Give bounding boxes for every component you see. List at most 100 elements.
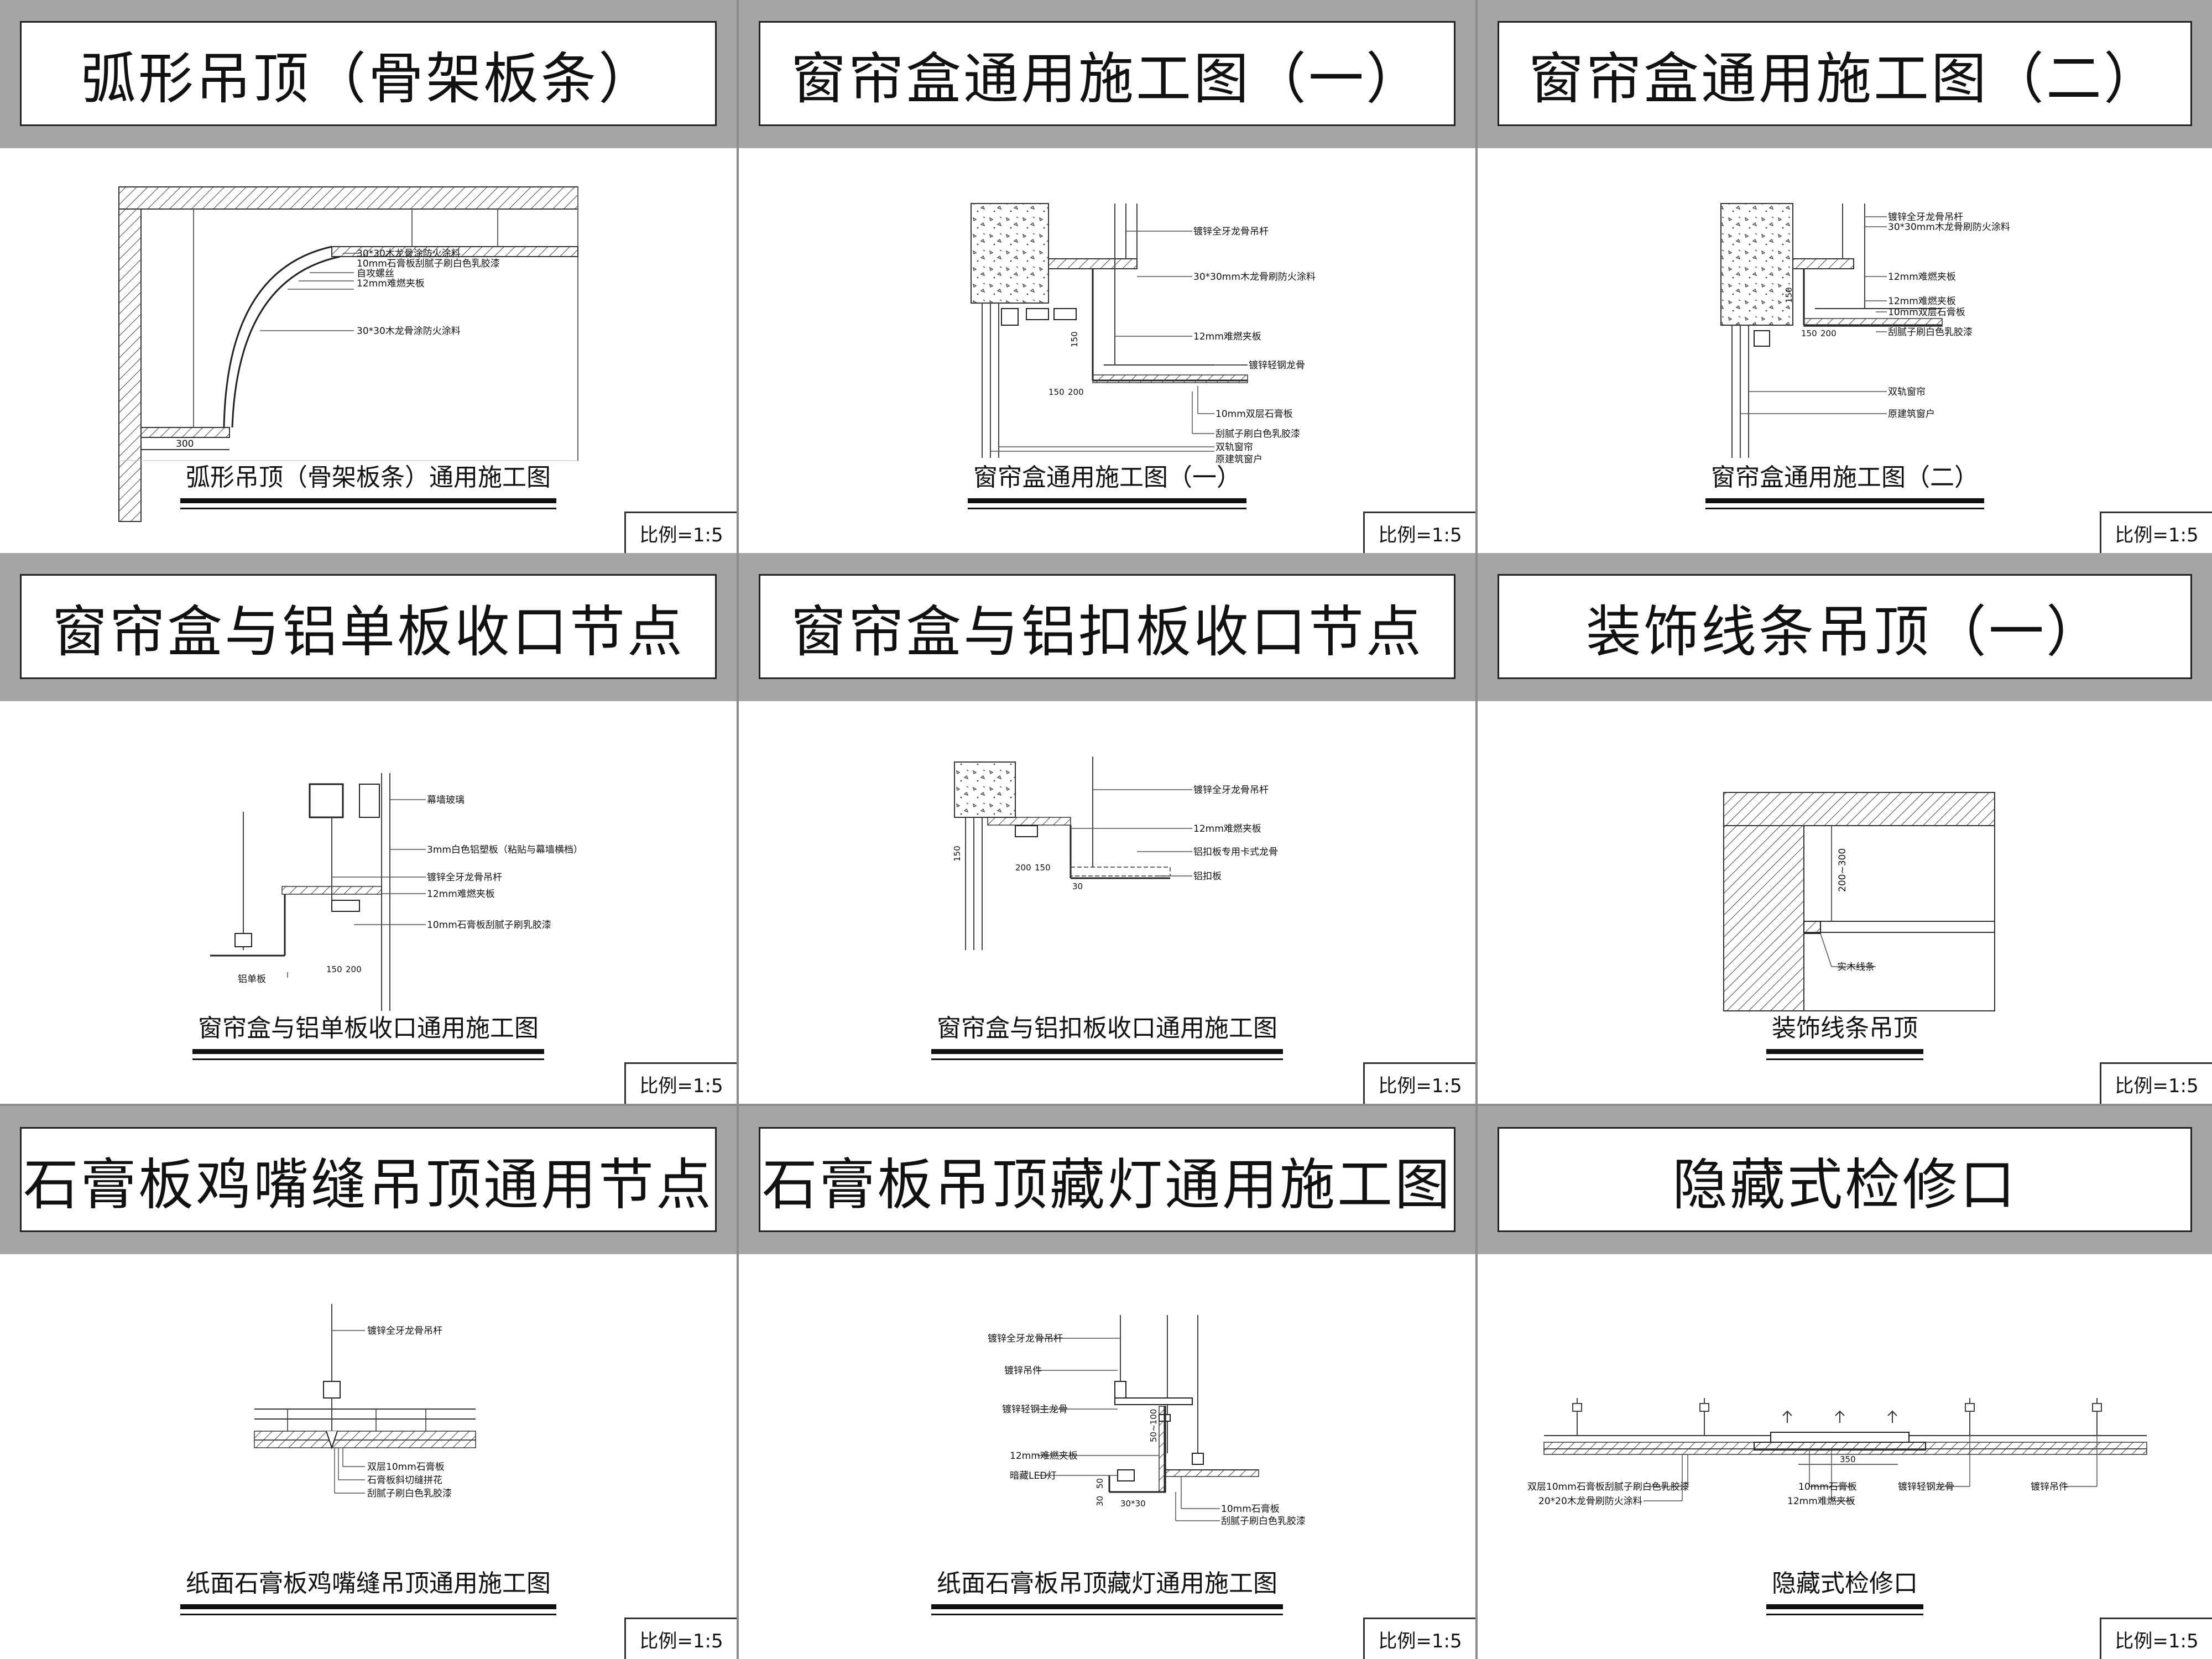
dimension-label: 200 — [1015, 863, 1031, 873]
panel-title: 弧形吊顶（骨架板条） — [20, 21, 717, 126]
panel-curtain-box-1: 窗帘盒通用施工图（一） 镀锌全牙龙骨吊 — [739, 0, 1475, 553]
panel-header: 石膏板吊顶藏灯通用施工图 — [739, 1106, 1475, 1254]
panel-body: 350 双层10mm石膏板刮腻子刷白色乳胶漆 20*20木龙骨刷防火涂料 10m… — [1478, 1254, 2212, 1659]
annotation: 镀锌全牙龙骨吊杆 — [1193, 226, 1269, 237]
annotation: 刮腻子刷白色乳胶漆 — [367, 1488, 452, 1499]
annotation: 30*30木龙骨涂防火涂料 — [357, 248, 461, 259]
panel-title: 窗帘盒与铝扣板收口节点 — [759, 574, 1455, 679]
annotation: 30*30mm木龙骨刷防火涂料 — [1193, 272, 1316, 283]
panel-title: 装饰线条吊顶（一） — [1498, 574, 2192, 679]
panel-header: 隐藏式检修口 — [1478, 1106, 2212, 1254]
panel-body: 镀锌全牙龙骨吊杆 双层10mm石膏板 石膏板斜切缝拼花 刮腻子刷白色乳胶漆 纸面… — [0, 1254, 737, 1659]
panel-body: 实木线条 200~300 装饰线条吊顶 比例=1:5 — [1478, 701, 2212, 1104]
annotation: 10mm双层石膏板 — [1215, 408, 1293, 420]
annotation: 双轨窗帘 — [1215, 442, 1253, 453]
annotation: 3mm白色铝塑板（粘贴与幕墙横档） — [427, 844, 583, 855]
annotation: 12mm难燃夹板 — [1888, 296, 1956, 307]
drawing-caption: 装饰线条吊顶 — [1478, 1008, 2212, 1060]
gypsum-beak-joint-drawing: 镀锌全牙龙骨吊杆 双层10mm石膏板 石膏板斜切缝拼花 刮腻子刷白色乳胶漆 — [254, 1304, 476, 1499]
panel-curtain-aluminum-single: 窗帘盒与铝单板收口节点 幕墙玻璃 3mm白色铝塑板（粘贴与幕墙横档） 镀锌全牙龙… — [0, 553, 737, 1104]
panel-title: 隐藏式检修口 — [1498, 1127, 2192, 1232]
annotation: 原建筑窗户 — [1215, 454, 1262, 465]
arc-ceiling-drawing: 30*30木龙骨涂防火涂料 10mm石膏板刮腻子刷白色乳胶漆 自攻螺丝 12mm… — [118, 186, 578, 522]
drawing-caption: 窗帘盒通用施工图（一） — [739, 457, 1475, 509]
curtain-aluminum-clip-drawing: 镀锌全牙龙骨吊杆 12mm难燃夹板 铝扣板专用卡式龙骨 铝扣板 150 200 … — [952, 757, 1278, 950]
annotation: 镀锌吊件 — [1004, 1365, 1042, 1376]
panel-curtain-aluminum-clip: 窗帘盒与铝扣板收口节点 镀锌全牙龙骨吊杆 12mm难燃夹板 铝扣板专用卡式龙骨 … — [739, 553, 1475, 1104]
scale-label: 比例=1:5 — [1363, 1618, 1475, 1659]
annotation: 原建筑窗户 — [1888, 409, 1935, 420]
curtain-box-2-drawing: 镀锌全牙龙骨吊杆 30*30mm木龙骨刷防火涂料 12mm难燃夹板 12mm难燃… — [1720, 203, 2010, 458]
annotation: 10mm双层石膏板 — [1888, 306, 1965, 318]
dimension-label: 150 — [952, 846, 962, 862]
dimension-label: 30 — [1095, 1496, 1105, 1506]
dimension-label: 300 — [176, 439, 194, 450]
dimension-label: 200 — [1068, 387, 1084, 397]
annotation: 幕墙玻璃 — [427, 795, 465, 806]
panel-body: 镀锌全牙龙骨吊杆 12mm难燃夹板 铝扣板专用卡式龙骨 铝扣板 150 200 … — [739, 701, 1475, 1104]
panel-body: 镀锌全牙龙骨吊杆 30*30mm木龙骨刷防火涂料 12mm难燃夹板 12mm难燃… — [1478, 148, 2212, 553]
annotation: 刮腻子刷白色乳胶漆 — [1888, 327, 1973, 338]
panel-title: 窗帘盒通用施工图（一） — [759, 21, 1455, 126]
dimension-label: 200 — [346, 964, 362, 974]
annotation: 30*30mm木龙骨刷防火涂料 — [1888, 222, 2010, 233]
panel-body: 镀锌全牙龙骨吊杆 30*30mm木龙骨刷防火涂料 12mm难燃夹板 镀锌轻钢龙骨… — [739, 148, 1475, 553]
panel-arc-ceiling: 弧形吊顶（骨架板条） 30*30木龙骨涂防火涂料 10mm石膏板刮腻子刷白色乳胶… — [0, 0, 737, 553]
dimension-label: 150 — [1035, 863, 1051, 873]
annotation: 刮腻子刷白色乳胶漆 — [1221, 1516, 1306, 1527]
scale-label: 比例=1:5 — [1363, 512, 1475, 553]
panel-title: 石膏板吊顶藏灯通用施工图 — [759, 1127, 1455, 1232]
panel-header: 窗帘盒与铝扣板收口节点 — [739, 553, 1475, 701]
annotation: 双轨窗帘 — [1888, 387, 1926, 398]
dimension-label: 200 — [1820, 328, 1837, 338]
annotation: 镀锌轻钢龙骨 — [1249, 360, 1305, 371]
panel-decorative-trim: 装饰线条吊顶（一） 实木线条 200~300 装饰线条吊顶 比例=1:5 — [1478, 553, 2212, 1104]
drawing-caption: 纸面石膏板鸡嘴缝吊顶通用施工图 — [0, 1563, 737, 1615]
annotation: 实木线条 — [1837, 962, 1875, 973]
dimension-label: 150 — [1784, 287, 1794, 303]
dimension-label: 150 — [1070, 331, 1079, 347]
dimension-label: 350 — [1840, 1454, 1856, 1464]
annotation: 镀锌轻钢主龙骨 — [1002, 1404, 1068, 1415]
scale-label: 比例=1:5 — [624, 1618, 737, 1659]
annotation: 20*20木龙骨刷防火涂料 — [1538, 1496, 1642, 1507]
panel-header: 装饰线条吊顶（一） — [1478, 553, 2212, 701]
annotation: 12mm难燃夹板 — [1888, 272, 1956, 283]
scale-label: 比例=1:5 — [1363, 1062, 1475, 1104]
panel-header: 窗帘盒通用施工图（二） — [1478, 0, 2212, 148]
annotation: 双层10mm石膏板 — [367, 1461, 445, 1473]
panel-gypsum-hidden-light: 石膏板吊顶藏灯通用施工图 镀锌全牙龙骨 — [739, 1106, 1475, 1659]
scale-label: 比例=1:5 — [2100, 1062, 2212, 1104]
dimension-label: 30*30 — [1120, 1499, 1146, 1509]
annotation: 12mm难燃夹板 — [1193, 823, 1261, 834]
annotation: 12mm难燃夹板 — [1787, 1496, 1855, 1507]
panel-gypsum-beak-joint: 石膏板鸡嘴缝吊顶通用节点 镀锌全牙龙骨吊杆 双层10mm石膏板 石 — [0, 1106, 737, 1659]
drawing-caption: 窗帘盒与铝单板收口通用施工图 — [0, 1008, 737, 1060]
panel-body: 30*30木龙骨涂防火涂料 10mm石膏板刮腻子刷白色乳胶漆 自攻螺丝 12mm… — [0, 148, 737, 553]
annotation: 自攻螺丝 — [357, 268, 394, 279]
annotation: 镀锌全牙龙骨吊杆 — [1888, 212, 1963, 223]
panel-title: 窗帘盒通用施工图（二） — [1498, 21, 2192, 126]
annotation: 石膏板斜切缝拼花 — [367, 1474, 442, 1486]
annotation: 刮腻子刷白色乳胶漆 — [1215, 429, 1300, 440]
annotation: 镀锌全牙龙骨吊杆 — [367, 1326, 442, 1337]
annotation: 10mm石膏板 — [1798, 1481, 1857, 1493]
drawing-caption: 弧形吊顶（骨架板条）通用施工图 — [0, 457, 737, 509]
decorative-trim-drawing: 实木线条 200~300 — [1723, 792, 1995, 1011]
annotation: 暗藏LED灯 — [1010, 1470, 1056, 1481]
panel-title: 窗帘盒与铝单板收口节点 — [20, 574, 717, 679]
scale-label: 比例=1:5 — [624, 512, 737, 553]
annotation: 10mm石膏板刮腻子刷乳胶漆 — [427, 919, 551, 931]
annotation: 铝扣板专用卡式龙骨 — [1193, 847, 1278, 858]
panel-hidden-access-panel: 隐藏式检修口 350 — [1478, 1106, 2212, 1659]
dimension-label: 150 — [1801, 328, 1817, 338]
annotation: 12mm难燃夹板 — [357, 278, 425, 289]
annotation: 12mm难燃夹板 — [1193, 331, 1261, 342]
annotation: 10mm石膏板刮腻子刷白色乳胶漆 — [357, 258, 500, 269]
panel-body: 镀锌全牙龙骨吊杆 镀锌吊件 镀锌轻钢主龙骨 12mm难燃夹板 暗藏LED灯 10… — [739, 1254, 1475, 1659]
panel-header: 窗帘盒与铝单板收口节点 — [0, 553, 737, 701]
annotation: 双层10mm石膏板刮腻子刷白色乳胶漆 — [1527, 1481, 1689, 1493]
scale-label: 比例=1:5 — [2100, 512, 2212, 553]
annotation: 10mm石膏板 — [1221, 1503, 1280, 1515]
drawing-caption: 窗帘盒与铝扣板收口通用施工图 — [739, 1008, 1475, 1060]
